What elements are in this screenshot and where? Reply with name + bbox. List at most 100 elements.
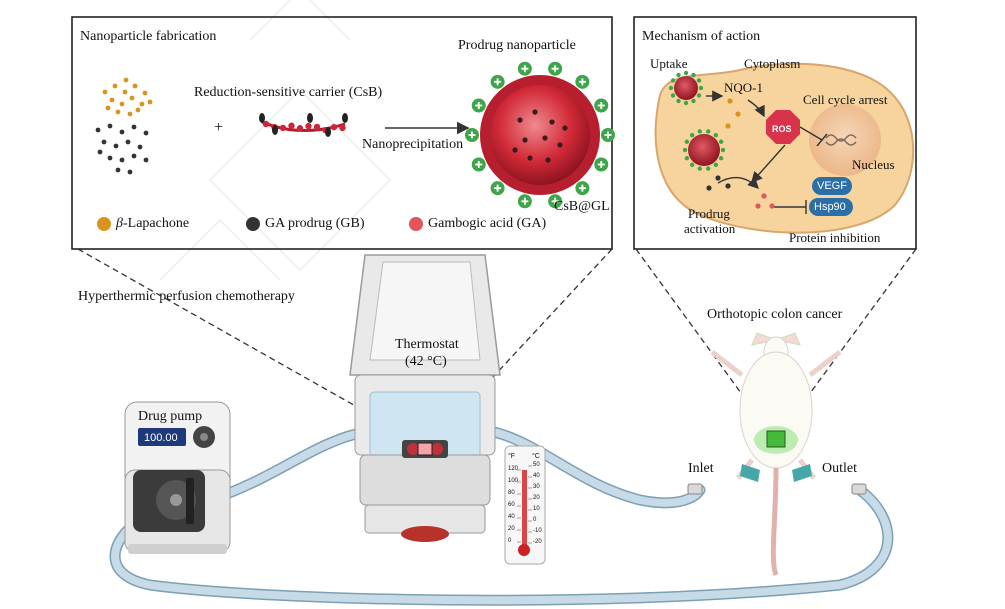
core-dot	[512, 147, 518, 153]
plus-mark	[521, 65, 529, 73]
plus-mark	[578, 184, 586, 192]
carrier-hydrophobic-group	[272, 125, 278, 135]
c-tick-label: 30	[533, 484, 540, 490]
plus-mark	[494, 78, 502, 86]
lapachone-text: -Lapachone	[122, 216, 190, 231]
c-tick-label: -20	[533, 539, 542, 545]
prodrug-np-label: Prodrug nanoparticle	[458, 38, 576, 53]
small-ligand	[698, 85, 704, 91]
prodrug-dot	[131, 153, 137, 159]
lapachone-dot	[147, 99, 153, 105]
f-tick-label: 60	[508, 502, 515, 508]
nucleus-label: Nucleus	[852, 157, 895, 172]
molecule-cloud	[95, 77, 153, 175]
core-dot	[517, 117, 523, 123]
nqo1-arrow	[747, 99, 765, 118]
f-tick-label: 0	[508, 538, 512, 544]
small-ligand	[670, 93, 676, 98]
uptake-label: Uptake	[650, 56, 688, 71]
prodrug-dot	[143, 130, 149, 136]
lapachone-legend-dot	[97, 217, 111, 231]
prodrug-dot	[119, 129, 125, 135]
small-ligand	[691, 72, 696, 78]
cell-drug-dot	[755, 203, 761, 209]
nanoprecipitation-label: Nanoprecipitation	[362, 137, 464, 152]
small-ligand	[696, 93, 702, 98]
f-tick-label: 120	[508, 466, 519, 472]
carrier-bead	[313, 123, 321, 131]
small-ligand	[697, 166, 702, 171]
carrier-bead	[305, 122, 312, 130]
carrier-bead	[262, 120, 270, 128]
prodrug-legend-dot	[246, 217, 260, 231]
prodrug-dot	[97, 149, 103, 155]
prodrug-legend-text: GA prodrug (GB)	[265, 216, 365, 231]
f-tick-label: 100	[508, 478, 519, 484]
prodrug-dot	[107, 155, 113, 161]
prodrug-dot	[95, 127, 101, 133]
mouse-model	[710, 332, 842, 576]
cell-drug-dot	[727, 98, 733, 104]
core-dot	[545, 157, 551, 163]
cytoplasm-label: Cytoplasm	[744, 56, 801, 71]
small-ligand	[718, 156, 724, 161]
carrier-chain	[259, 113, 348, 137]
carrier-bead	[339, 124, 346, 132]
lapachone-dot	[139, 101, 145, 107]
small-ligand	[706, 166, 711, 171]
cell-cycle-arrest-label: Cell cycle arrest	[803, 92, 888, 107]
plus-mark	[475, 161, 483, 169]
thermostat-label: Thermostat	[395, 337, 459, 352]
carrier-hydrophobic-group	[342, 113, 348, 123]
protein-inhibition-label: Protein inhibition	[789, 230, 881, 245]
prodrug-dot	[137, 144, 143, 150]
prodrug-dot	[119, 157, 125, 163]
core-dot	[542, 135, 548, 141]
gambogic-legend-dot	[409, 217, 423, 231]
lapachone-dot	[119, 101, 125, 107]
plus-mark	[551, 65, 559, 73]
lapachone-dot	[115, 109, 121, 115]
lapachone-dot	[122, 89, 128, 95]
gambogic-legend-text: Gambogic acid (GA)	[428, 216, 547, 231]
small-ligand	[713, 132, 719, 138]
c-tick-label: 20	[533, 495, 540, 501]
plus-mark	[578, 78, 586, 86]
prodrug-dot	[125, 139, 131, 145]
small-ligand	[670, 78, 676, 83]
carrier-bead	[288, 122, 295, 129]
hsp90-label: Hsp90	[814, 201, 846, 213]
cell-drug-dot	[761, 193, 767, 199]
c-tick-label: 50	[533, 462, 540, 468]
cell-drug-dot	[715, 175, 721, 181]
thermostat-device	[349, 254, 501, 542]
internal-particle	[682, 129, 726, 171]
lapachone-dot	[112, 83, 118, 89]
inhibit-nucleus-bar	[816, 133, 828, 147]
small-ligand	[668, 85, 674, 91]
plus-mark	[468, 131, 476, 139]
prodrug-dot	[127, 169, 133, 175]
prodrug-dot	[107, 123, 113, 129]
small-ligand	[706, 129, 711, 134]
plus-sign: +	[214, 119, 224, 136]
lapachone-dot	[123, 77, 129, 83]
small-ligand	[683, 100, 689, 106]
lapachone-dot	[127, 111, 133, 117]
lapachone-dot	[105, 105, 111, 111]
plus-mark	[551, 197, 559, 205]
pump-label: Drug pump	[138, 409, 203, 424]
pump-display: 100.00	[144, 432, 178, 444]
inlet-connector	[687, 483, 703, 495]
c-tick-label: 0	[533, 517, 537, 523]
vegf-badge	[812, 177, 852, 195]
core-dot	[562, 125, 568, 131]
core-dot	[557, 142, 563, 148]
small-ligand	[676, 98, 681, 104]
inhibit-nucleus-line	[799, 126, 823, 141]
lapachone-dot	[109, 97, 115, 103]
ros-badge	[766, 110, 800, 144]
lapachone-dot	[129, 95, 135, 101]
carrier-bead	[330, 123, 338, 131]
